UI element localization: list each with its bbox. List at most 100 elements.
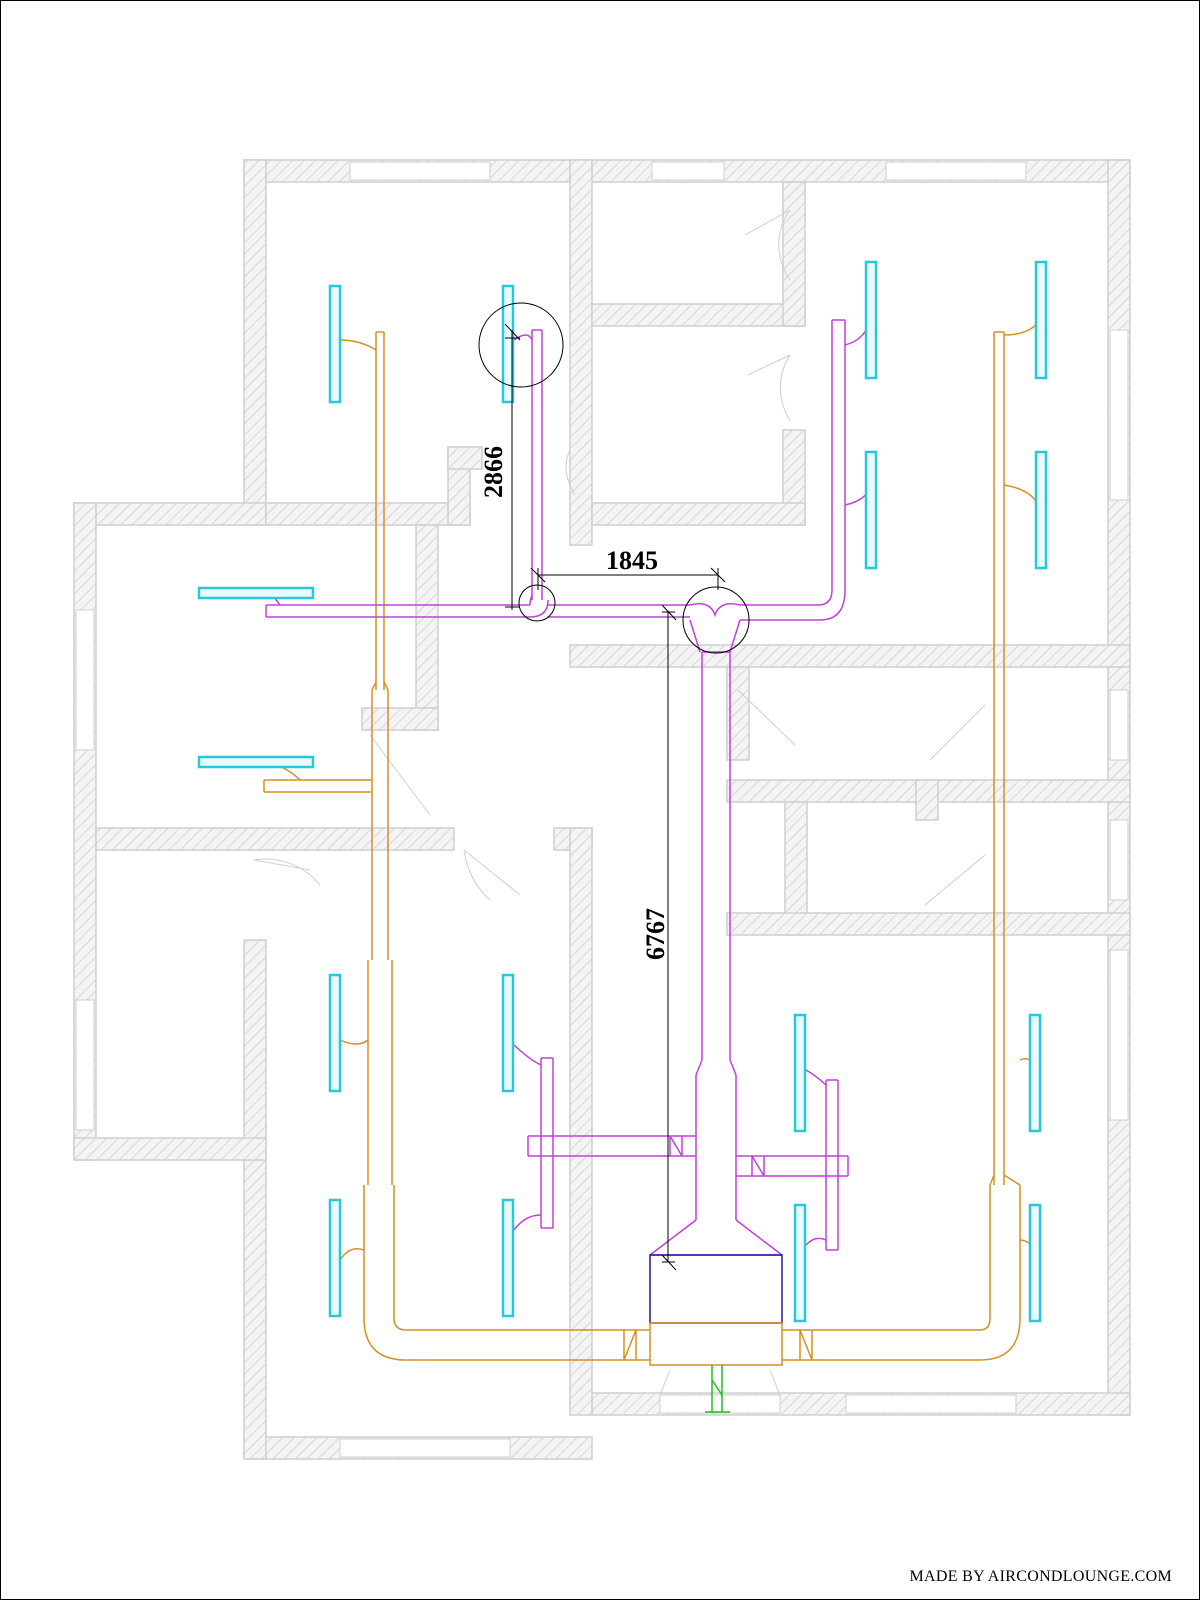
door-swings bbox=[253, 209, 986, 1396]
grille-return-right2 bbox=[1028, 1203, 1042, 1323]
grille-supply-right2 bbox=[793, 1203, 807, 1323]
grille-return-living1 bbox=[328, 973, 342, 1093]
tick-marks bbox=[504, 323, 726, 1271]
unit-body bbox=[649, 1254, 783, 1324]
supply-branch-right bbox=[736, 1155, 849, 1177]
grille-return-bedroom1 bbox=[328, 284, 342, 404]
door-bathR3 bbox=[924, 854, 986, 906]
grille-supply-bath1 bbox=[864, 260, 878, 380]
supply-plenum bbox=[695, 1075, 737, 1220]
supply-damper-left bbox=[669, 1135, 683, 1157]
door-bedroom1 bbox=[565, 449, 576, 496]
grille-supply-living2 bbox=[501, 1198, 515, 1318]
window-right-3 bbox=[1109, 819, 1129, 901]
return-damper-right bbox=[799, 1329, 813, 1361]
wall-bathR-bottom bbox=[726, 912, 1131, 936]
wing-wall-bottom bbox=[73, 1137, 267, 1161]
supply-elbow-small bbox=[529, 594, 549, 618]
supply-conn-6 bbox=[805, 1069, 827, 1086]
return-conn-4 bbox=[339, 1248, 365, 1261]
supply-main-trunk bbox=[701, 651, 731, 1060]
wall-center-v bbox=[569, 827, 593, 1416]
supply-elbow-right bbox=[817, 589, 846, 621]
grille-supply-bath2 bbox=[864, 450, 878, 570]
credit-text: MADE BY AIRCONDLOUNGE.COM bbox=[909, 1568, 1172, 1585]
return-riser-left-lower bbox=[367, 960, 393, 1185]
outdoor-connection bbox=[705, 1365, 730, 1413]
return-riser-left-bottom bbox=[363, 1185, 395, 1318]
window-top-2 bbox=[651, 161, 725, 181]
grille-return-right1 bbox=[1028, 1013, 1042, 1133]
return-riser-right-bottom bbox=[989, 1185, 1021, 1318]
door-room3 bbox=[253, 858, 321, 886]
return-branch-room2 bbox=[263, 779, 372, 793]
door-bathR1 bbox=[737, 689, 796, 746]
grille-supply-right1 bbox=[793, 1013, 807, 1133]
supply-riser-right bbox=[831, 319, 846, 590]
return-bottom-right bbox=[782, 1329, 980, 1361]
unit-return-plenum bbox=[649, 1322, 783, 1366]
window-bottom-2 bbox=[845, 1394, 1017, 1414]
grille-return-bedroom-right2 bbox=[1034, 450, 1048, 570]
wing-wall-top bbox=[73, 502, 267, 526]
grille-supply-bedroom1 bbox=[501, 284, 515, 404]
window-right-1 bbox=[1109, 329, 1129, 501]
grille-return-bedroom-right bbox=[1034, 260, 1048, 380]
door-bath1 bbox=[744, 209, 791, 281]
supply-splitter bbox=[689, 603, 741, 653]
window-top-3 bbox=[885, 161, 1027, 181]
supply-riser-bedroom1 bbox=[531, 329, 543, 600]
dimension-annotations bbox=[478, 302, 750, 1271]
return-elbow-left bbox=[363, 1317, 407, 1361]
return-riser-right bbox=[989, 331, 1021, 1186]
supply-run-to-split bbox=[548, 604, 690, 618]
supply-conn-bedroom1 bbox=[513, 334, 533, 341]
supply-air-duct bbox=[265, 319, 871, 1251]
return-elbow-right bbox=[979, 1317, 1021, 1361]
return-conn-1 bbox=[339, 339, 377, 351]
grille-return-room2 bbox=[197, 755, 315, 769]
wall-room2-right bbox=[415, 524, 439, 731]
supply-branch-room2 bbox=[265, 604, 530, 618]
grille-supply-living1 bbox=[501, 973, 515, 1093]
air-grilles bbox=[197, 260, 1048, 1323]
wall-living-top bbox=[95, 827, 455, 851]
return-conn-5 bbox=[1003, 319, 1041, 336]
wall-notch-h bbox=[447, 446, 483, 470]
outer-wall-left-upper bbox=[243, 159, 267, 526]
wall-room2-bottom bbox=[361, 707, 439, 731]
wall-bath-top-bottom bbox=[591, 303, 806, 327]
wall-corridor-top bbox=[569, 644, 1131, 668]
door-entry bbox=[659, 1369, 781, 1396]
return-conn-3 bbox=[339, 1039, 369, 1045]
door-living bbox=[463, 849, 521, 901]
supply-conn-7 bbox=[805, 1237, 827, 1246]
return-conn-6 bbox=[1003, 484, 1041, 511]
dimension-2866: 2866 bbox=[479, 446, 508, 498]
return-riser-left bbox=[371, 681, 389, 960]
building-walls bbox=[73, 159, 1131, 1460]
wall-bathR-divider bbox=[915, 779, 939, 821]
indoor-unit bbox=[649, 1219, 783, 1366]
wall-bath-right bbox=[782, 181, 806, 327]
grille-return-living2 bbox=[328, 1198, 342, 1318]
detail-circle-top bbox=[478, 302, 564, 388]
supply-split-to-right bbox=[740, 604, 820, 621]
dim-line-1845 bbox=[537, 568, 719, 590]
supply-conn-4 bbox=[513, 1044, 542, 1066]
door-hall bbox=[369, 734, 431, 816]
window-right-4 bbox=[1109, 949, 1129, 1121]
dimension-1845: 1845 bbox=[606, 546, 658, 575]
supply-damper-right bbox=[751, 1155, 765, 1177]
window-bottom-1 bbox=[339, 1438, 511, 1458]
detail-circle-splitter bbox=[682, 586, 750, 654]
window-top-1 bbox=[349, 161, 491, 181]
outer-wall-left-lower bbox=[243, 939, 267, 1460]
door-bath2 bbox=[747, 354, 791, 421]
pipe-stub bbox=[711, 1365, 723, 1412]
return-bottom-left bbox=[406, 1329, 650, 1361]
unit-transition bbox=[649, 1219, 783, 1256]
window-right-2 bbox=[1109, 689, 1129, 761]
